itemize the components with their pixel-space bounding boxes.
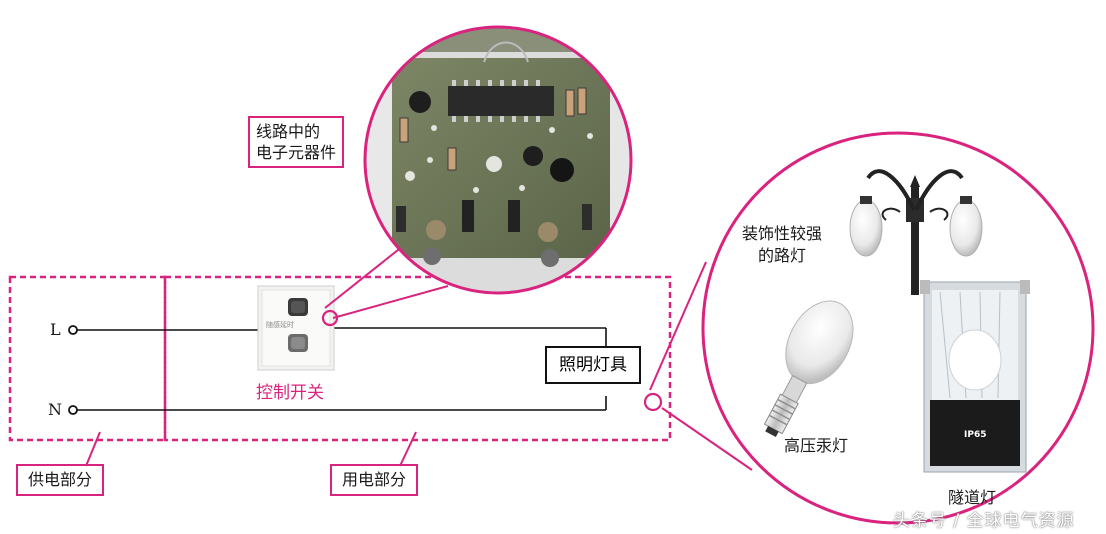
mercury-lamp-bulb-icon [763,300,854,437]
lamp-callout-dot [643,392,663,412]
circuit-board-photo [365,27,631,293]
callout-line-lamp-1 [649,261,707,391]
wires [76,327,607,411]
decorative-lamp-line2: 的路灯 [758,246,807,265]
watermark-text: 头条号 / 全球电气资源 [893,511,1075,531]
mercury-lamp-label: 高压汞灯 [784,436,849,455]
callout-line-lamp-2 [661,407,753,471]
electronic-components-line1: 线路中的 [256,122,321,141]
callout-line-switch-2 [324,241,409,309]
street-lamp-icon [849,169,983,295]
pcb-zoom-circle [363,25,633,295]
wall-switch-icon [257,285,335,371]
tunnel-lamp-badge: IP65 [964,430,987,440]
electronic-components-tag: 线路中的 电子元器件 [248,116,345,168]
terminal-n [68,405,78,415]
decorative-lamp-line1: 装饰性较强 [742,224,823,243]
load-part-tag: 用电部分 [330,464,419,496]
tunnel-lamp-label: 隧道灯 [948,488,997,507]
tunnel-light-icon [920,280,1030,473]
switch-face-label: 随感延时 [266,321,294,329]
terminal-l [68,325,78,335]
decorative-lamp-label: 装饰性较强 的路灯 [742,223,822,267]
supply-section-box [8,275,167,442]
lighting-fixture-box: 照明灯具 [545,346,641,384]
electronic-components-line2: 电子元器件 [256,143,337,162]
control-switch-label: 控制开关 [256,383,324,403]
lamp-zoom-circle [701,131,1095,525]
terminal-n-label: N [48,400,62,419]
load-section-box [163,275,672,442]
supply-part-tag: 供电部分 [16,464,105,496]
switch-callout-dot [321,309,339,327]
terminal-l-label: L [50,320,61,339]
callout-line-switch [332,285,449,319]
